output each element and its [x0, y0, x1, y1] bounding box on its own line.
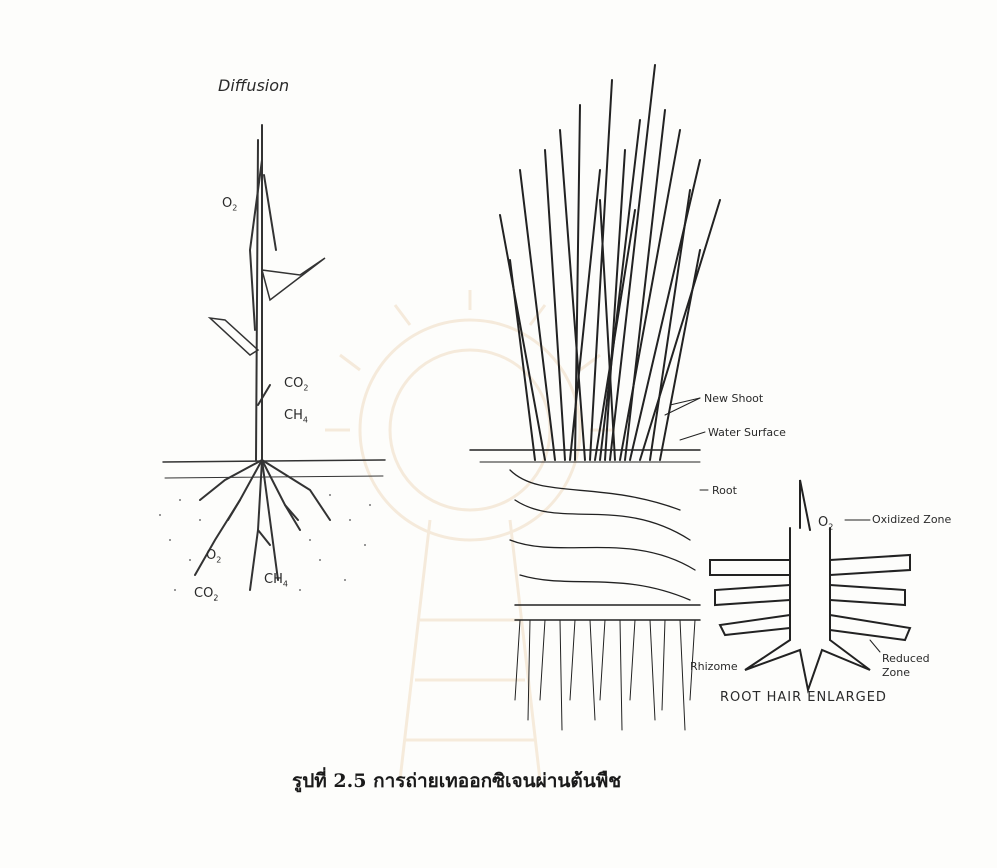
oxidized-zone-label: Oxidized Zone [872, 513, 951, 526]
figure-caption: รูปที่ 2.5 การถ่ายเทออกซิเจนผ่านต้นพืช [292, 766, 621, 796]
reduced-zone-label: Reduced Zone [882, 652, 952, 680]
root-hair-diagram [710, 480, 910, 690]
root-hair-o2-label: O2 [818, 515, 833, 532]
root-hair-enlarged-title: ROOT HAIR ENLARGED [720, 690, 887, 705]
right-plant-reeds [470, 65, 720, 730]
o2-upper-label: O2 [222, 196, 237, 213]
water-surface-label: Water Surface [708, 426, 786, 439]
root-label: Root [712, 484, 737, 497]
co2-stem-label: CO2 [284, 376, 308, 393]
left-plant [163, 125, 385, 590]
diffusion-label: Diffusion [218, 76, 289, 95]
o2-root-label: O2 [206, 548, 221, 565]
co2-root-label: CO2 [194, 586, 218, 603]
ch4-stem-label: CH4 [284, 408, 308, 425]
rhizome-label: Rhizome [690, 660, 738, 673]
new-shoot-label: New Shoot [704, 392, 763, 405]
ch4-root-label: CH4 [264, 572, 288, 589]
watermark-emblem [325, 290, 615, 780]
